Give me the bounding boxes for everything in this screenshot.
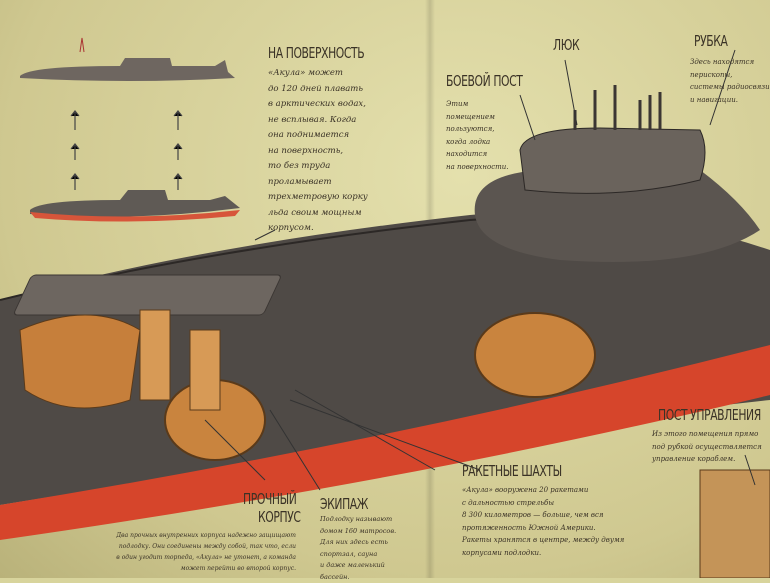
surface-title: НА ПОВЕРХНОСТЬ — [268, 44, 365, 62]
surface-submarine-icon — [20, 37, 235, 81]
conning-tower-title: РУБКА — [694, 32, 728, 50]
surface-text: «Акула» может до 120 дней плавать в аркт… — [268, 68, 368, 233]
crew-title: ЭКИПАЖ — [320, 495, 369, 513]
combat-post-text: Этим помещением пользуются, когда лодка … — [446, 100, 509, 171]
control-post-title: ПОСТ УПРАВЛЕНИЯ — [658, 406, 761, 424]
conning-tower-text: Здесь находятся перископы, системы радио… — [690, 58, 770, 104]
pressure-hull-title-2: КОРПУС — [258, 508, 301, 526]
pressure-hull-text: Два прочных внутренних корпуса надежно з… — [116, 532, 296, 572]
missile-silos-text: «Акула» вооружена 20 ракетами с дальност… — [462, 486, 625, 557]
missile-silos-title: РАКЕТНЫЕ ШАХТЫ — [462, 462, 562, 480]
crew-text: Подлодку называют домом 160 матросов. Дл… — [320, 515, 397, 581]
missile-cutaway — [474, 312, 596, 398]
pressure-hull-title: ПРОЧНЫЙ — [243, 490, 297, 508]
control-post-text: Из этого помещения прямо под рубкой осущ… — [652, 430, 762, 463]
hatch-title: ЛЮК — [553, 36, 580, 54]
submerged-submarine-icon — [30, 190, 240, 222]
combat-post-title: БОЕВОЙ ПОСТ — [446, 72, 523, 90]
arrows-icon — [70, 110, 183, 190]
